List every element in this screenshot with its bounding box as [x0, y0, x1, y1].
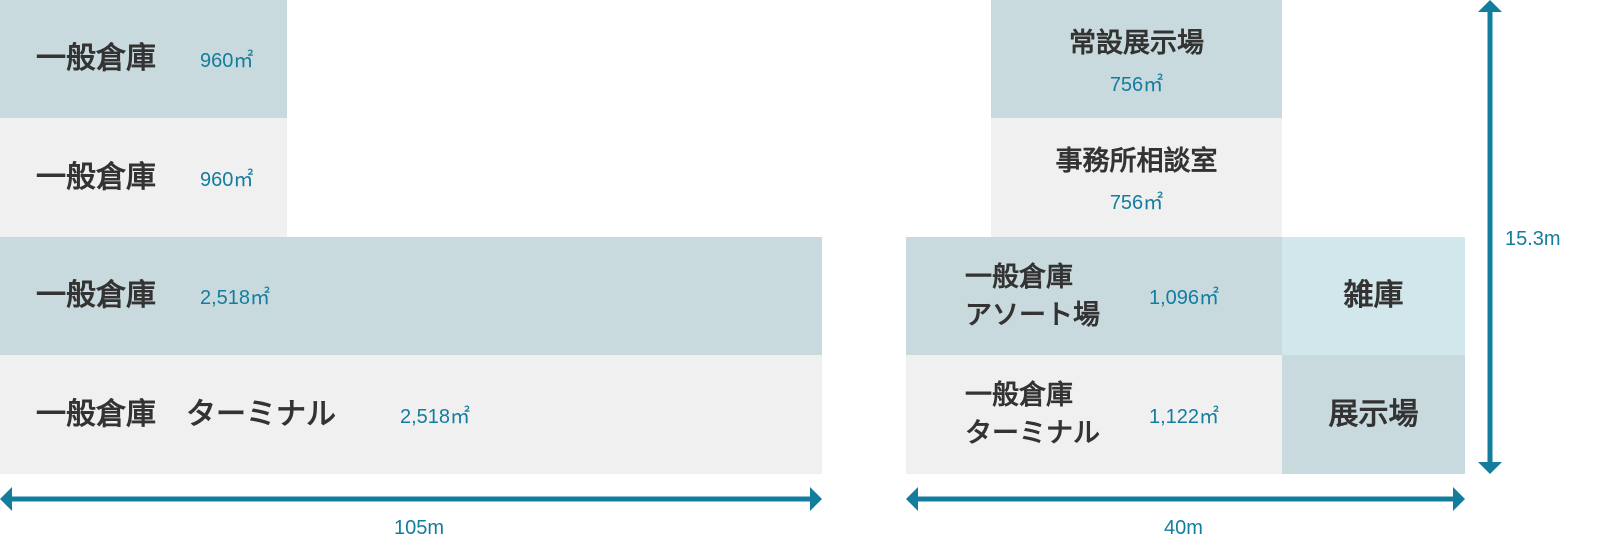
block-area: 960㎡ [200, 169, 254, 191]
left-block-4: 一般倉庫 ターミナル 2,518㎡ [0, 355, 822, 474]
right-width-label: 40m [1164, 517, 1203, 539]
width-arrow-left-head-start [0, 487, 12, 511]
right-top-block-1: 常設展示場 756㎡ [991, 0, 1282, 118]
block-name: 一般倉庫 ターミナル [965, 377, 1100, 453]
right-side-block-2: 展示場 [1282, 355, 1465, 474]
block-name: 雑庫 [1343, 278, 1404, 313]
block-name: 一般倉庫 [36, 160, 156, 195]
right-side-block-1: 雑庫 [1282, 237, 1465, 355]
block-area: 756㎡ [1109, 192, 1164, 214]
block-name-line-1: 一般倉庫 [965, 380, 1073, 411]
block-name: 事務所相談室 [1055, 146, 1218, 177]
block-area: 2,518㎡ [200, 287, 271, 309]
width-arrow-right-head-end [1453, 487, 1465, 511]
height-arrow-head-bottom [1478, 462, 1502, 474]
height-arrow-head-top [1478, 0, 1502, 12]
left-block-2: 一般倉庫 960㎡ [0, 118, 287, 237]
right-top-block-2: 事務所相談室 756㎡ [991, 118, 1282, 237]
block-name: 一般倉庫 [36, 41, 156, 76]
block-name: 常設展示場 [1069, 28, 1204, 59]
block-area: 1,122㎡ [1149, 406, 1220, 428]
block-name: 一般倉庫 ターミナル [36, 397, 336, 432]
left-width-label: 105m [394, 517, 445, 539]
left-block-1: 一般倉庫 960㎡ [0, 0, 287, 118]
block-name-line-2: アソート場 [965, 300, 1100, 331]
block-name: 一般倉庫 アソート場 [965, 259, 1100, 335]
right-lower-block-1: 一般倉庫 アソート場 1,096㎡ [906, 237, 1282, 355]
block-area: 1,096㎡ [1149, 287, 1220, 309]
block-name-line-1: 一般倉庫 [965, 262, 1073, 293]
right-lower-block-2: 一般倉庫 ターミナル 1,122㎡ [906, 355, 1282, 474]
width-arrow-left-head-end [810, 487, 822, 511]
block-name: 一般倉庫 [36, 278, 156, 313]
block-area: 756㎡ [1109, 74, 1164, 96]
block-area: 960㎡ [200, 50, 254, 72]
left-block-3: 一般倉庫 2,518㎡ [0, 237, 822, 355]
block-area: 2,518㎡ [400, 406, 471, 428]
block-name: 展示場 [1328, 397, 1419, 432]
block-name-line-2: ターミナル [965, 418, 1100, 449]
height-label: 15.3m [1505, 228, 1561, 250]
width-arrow-right-head-start [906, 487, 918, 511]
